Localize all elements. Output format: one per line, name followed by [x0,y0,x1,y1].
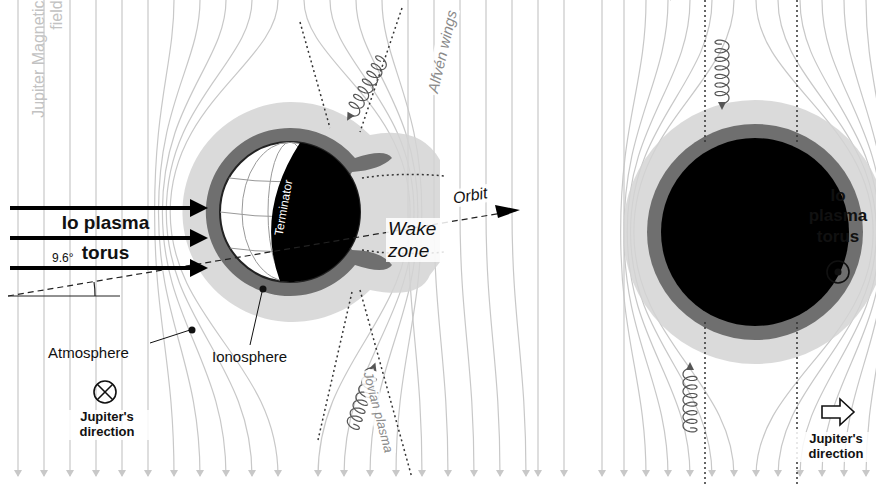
angle-arc [94,282,95,296]
angle-label: 9.6° [52,252,73,266]
direction-label: Jupiter's direction [55,410,159,440]
field-line [486,0,500,476]
helix-arrowhead [347,112,354,121]
field-line [537,0,538,476]
atmosphere [182,102,440,322]
into-page-symbol [94,381,116,403]
helix-arrowhead [686,362,694,370]
alfven-label: Alfvén wings [424,7,461,97]
helix-arrowhead [718,102,726,110]
wake-label: Wake zone [386,218,452,262]
leader-line [250,292,262,345]
atmosphere-label: Atmosphere [48,344,129,361]
field-line [512,0,526,476]
out-of-page-symbol [827,261,849,283]
globe-grid [220,142,360,282]
orbit-label: Orbit [449,184,490,209]
torus-arrowheads [190,199,208,277]
helix [683,368,697,432]
field-line [601,0,602,476]
direction-label: Jupiter's direction [796,432,876,462]
plasma-helices [347,40,729,432]
wake-lines [300,0,670,478]
atmosphere [623,100,876,364]
direction-arrow [822,399,854,425]
night-side [271,143,360,282]
helix [715,40,729,104]
angle-ref [8,296,120,297]
io-globe [220,142,360,282]
ionosphere [206,128,392,296]
wing-lines [705,0,797,484]
field-line [460,0,474,476]
ionosphere-label: Ionosphere [212,348,287,365]
leader-dot [260,286,267,293]
field-line [563,0,564,476]
torus-label: Io plasma torus [806,186,870,247]
field-label: Jupiter Magnetic field [30,0,67,124]
leader-line [150,330,190,343]
out-of-page-dot [835,269,842,276]
leader-dot [189,327,196,334]
helix [349,56,386,116]
torus-arrows [10,208,192,268]
orbit-arrowhead [495,205,520,218]
